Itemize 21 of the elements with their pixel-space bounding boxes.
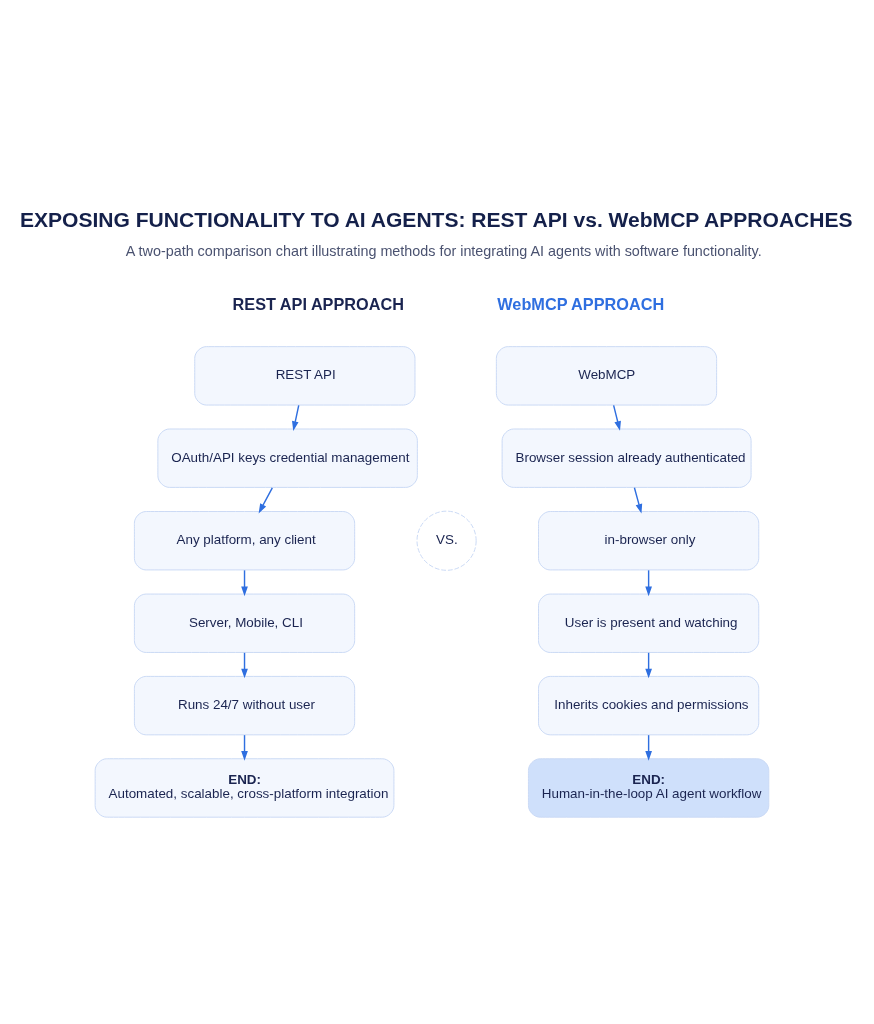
node-box: END: Automated, scalable, cross-platform integration	[94, 758, 395, 818]
node-circle: VS.	[416, 510, 477, 571]
label: A two-path comparison chart illustrating methods for integrating AI agents with software functionality.	[125, 242, 762, 259]
arrow	[633, 487, 643, 514]
node-box: Server, Mobile, CLI	[133, 593, 356, 653]
label: WebMCP APPROACH	[497, 294, 665, 313]
node-box: REST API	[194, 346, 416, 406]
node-box: User is present and watching	[538, 593, 760, 653]
node-box: Browser session already authenticated	[501, 428, 752, 488]
label: REST API APPROACH	[232, 294, 404, 313]
arrow	[258, 487, 274, 514]
diagram-title: EXPOSING FUNCTIONALITY TO AI AGENTS: REST API vs. WebMCP APPROACHES	[19, 207, 853, 231]
node-box: Runs 24/7 without user	[133, 675, 356, 736]
arrow	[612, 404, 621, 431]
node-box: Inherits cookies and permissions	[538, 675, 760, 736]
node-box: OAuth/API keys credential management	[157, 428, 418, 488]
node-box: END: Human-in-the-loop AI agent workflow	[527, 758, 770, 818]
node-box: WebMCP	[495, 346, 718, 406]
node-box: in-browser only	[538, 511, 760, 571]
node-box: Any platform, any client	[133, 511, 356, 571]
arrow	[292, 404, 300, 431]
